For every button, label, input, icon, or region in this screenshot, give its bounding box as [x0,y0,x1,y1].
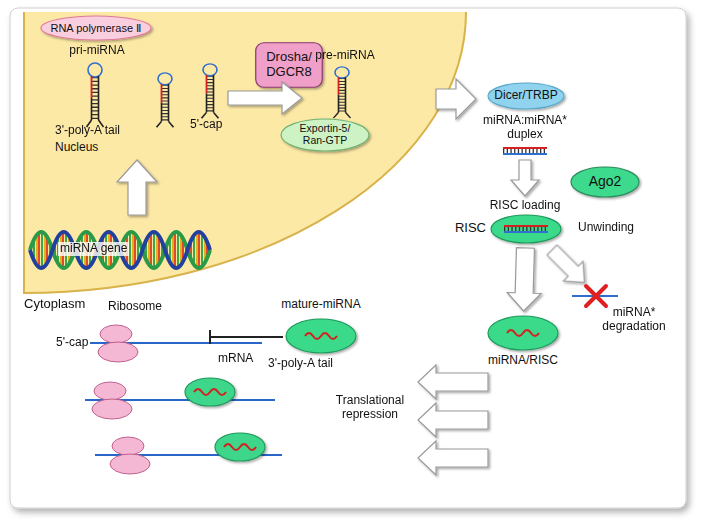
node-label: Exportin-5/ Ran-GTP [294,123,356,147]
block-arrow [228,82,302,114]
complex-ellipse: miRNA/RISC [487,315,559,351]
step-label: Unwinding [578,221,634,235]
protein-ellipse: Ago2 [570,166,640,198]
node-outline [490,214,562,244]
ellipse-shape [281,119,369,151]
mrna-strand [85,399,275,401]
block-arrow [418,441,488,475]
node-text-box: Drosha/ DGCR8 [255,42,323,88]
step-label: miRNA* degradation [598,306,670,334]
rna-duplex [503,148,547,154]
node-text-box: Exportin-5/ Ran-GTP [280,118,370,152]
region-label: Cytoplasm [24,297,85,312]
risc-complex [185,378,235,406]
ribosome-symbol [110,437,150,474]
mirna-strand [507,330,539,336]
part-label: mRNA [218,352,253,366]
node-label: Drosha/ DGCR8 [261,50,317,79]
inhibition-line [210,330,283,344]
dna-helix [30,232,210,268]
node-text-box: Ago2 [570,166,640,198]
nucleus-region: Nucleus RNA polymerase Ⅱ Drosha/ DGCR8Expo… [24,12,470,296]
part-label: Ribosome [108,300,162,314]
node-outline [285,318,357,354]
passenger-strand [572,295,618,297]
mrna-strand [90,342,262,344]
end-label: 5'-cap [56,336,88,350]
base-pairs [30,250,210,251]
complex-ellipse: RISC [490,214,562,244]
node-text-box: Dicer/TRBP [487,82,565,110]
frame-border [10,8,686,508]
nucleus-membrane [24,12,466,293]
stage-label: miRNA:miRNA* duplex [480,114,570,142]
node-label: miRNA/RISC [463,354,583,367]
ellipse-shape [571,167,639,197]
node-label: RISC [442,221,486,236]
ribosome-symbol [98,325,138,362]
mirna-strand [305,333,337,339]
mirna-strand [224,444,256,450]
dna-strand [30,232,210,268]
ribosome-symbol [92,382,132,419]
step-label: RISC loading [485,199,565,213]
node-label: Dicer/TRBP [494,89,557,102]
hairpin-rna [334,67,351,118]
block-arrow [117,160,157,215]
process-arrow [507,248,541,311]
enzyme-box: Drosha/ DGCR8 [255,42,323,88]
node-outline [487,315,559,351]
block-arrow [511,160,539,196]
base-pair-rungs [33,230,210,270]
nucleus-fill [24,12,466,293]
hairpin-rna [157,73,174,127]
step-label: Translational repression [322,394,418,422]
rounded-box-shape [256,43,323,88]
hairpin-rna [87,63,104,127]
dna-strand [30,232,210,268]
node-label: RNA polymerase Ⅱ [50,22,141,34]
transport-ellipse: Exportin-5/ Ran-GTP [280,118,370,152]
ellipse-shape [41,16,151,40]
rna-duplex [504,226,548,232]
enzyme-ellipse: RNA polymerase Ⅱ [40,15,152,41]
risc-complex [215,433,265,461]
mirna-strand [194,389,226,395]
base-pair-rungs [36,230,210,270]
block-arrow [542,240,594,292]
base-pair-rungs [30,230,210,270]
enzyme-ellipse: Dicer/TRBP [487,82,565,110]
degradation-cross [586,286,606,306]
block-arrows [117,79,594,475]
ellipse-shape [286,319,356,353]
node-label: mature-miRNA [261,298,381,311]
end-label: 3'-poly-A tail [268,357,333,371]
block-arrow [436,79,476,119]
block-arrow [418,403,488,437]
hairpin-rna [202,64,219,118]
node-label: Nucleus [55,141,98,154]
ellipse-shape [488,316,558,350]
ellipse-shape [491,215,561,243]
node-label: Ago2 [589,174,622,190]
mrna-strand [95,454,282,456]
complex-ellipse: mature-miRNA [285,318,357,354]
ellipse-shape [488,83,564,109]
node-text-box: RNA polymerase Ⅱ [40,15,152,41]
block-arrow [418,365,488,399]
